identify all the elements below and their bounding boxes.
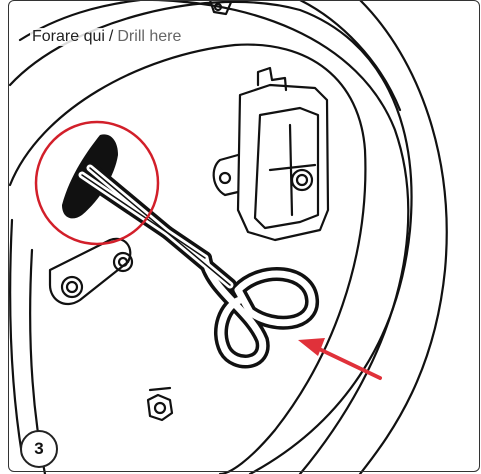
mount-box-cross (268, 123, 317, 217)
outer-rim-arc-4 (358, 0, 448, 474)
scissors-icon (75, 161, 319, 369)
top-bracket-hole (213, 2, 223, 12)
plate-oval (8, 43, 367, 474)
mount-box-tab (212, 153, 240, 197)
caption-english: Drill here (117, 28, 182, 45)
drill-highlight-circle (34, 120, 160, 246)
step-number-badge: 3 (20, 430, 58, 468)
mount-box-tab-hole (218, 171, 232, 185)
bottom-nut (146, 393, 174, 422)
mount-box-outer (236, 83, 330, 242)
mount-box-inner (253, 106, 320, 230)
drill-instruction-caption: Forare qui/Drill here (30, 28, 184, 46)
bottom-nut-inner (153, 401, 167, 415)
mount-box-nut-inner (295, 173, 309, 187)
rim-left-line (9, 218, 24, 457)
right-nut-inner (117, 256, 129, 268)
outer-rim-arc-2 (118, 0, 410, 474)
step-number: 3 (34, 439, 44, 458)
illustration-frame (8, 0, 480, 472)
caption-separator: / (108, 28, 114, 45)
bottom-bolt (148, 386, 172, 392)
mount-box-nut (290, 168, 314, 192)
outer-rim-arc-3 (298, 0, 402, 112)
top-bracket (208, 0, 234, 16)
left-nut (60, 275, 84, 299)
caption-italian: Forare qui (32, 28, 105, 45)
mount-box-top (256, 66, 288, 92)
left-nut-inner (65, 280, 79, 294)
arrow-icon (298, 338, 382, 380)
right-nut (112, 251, 134, 273)
